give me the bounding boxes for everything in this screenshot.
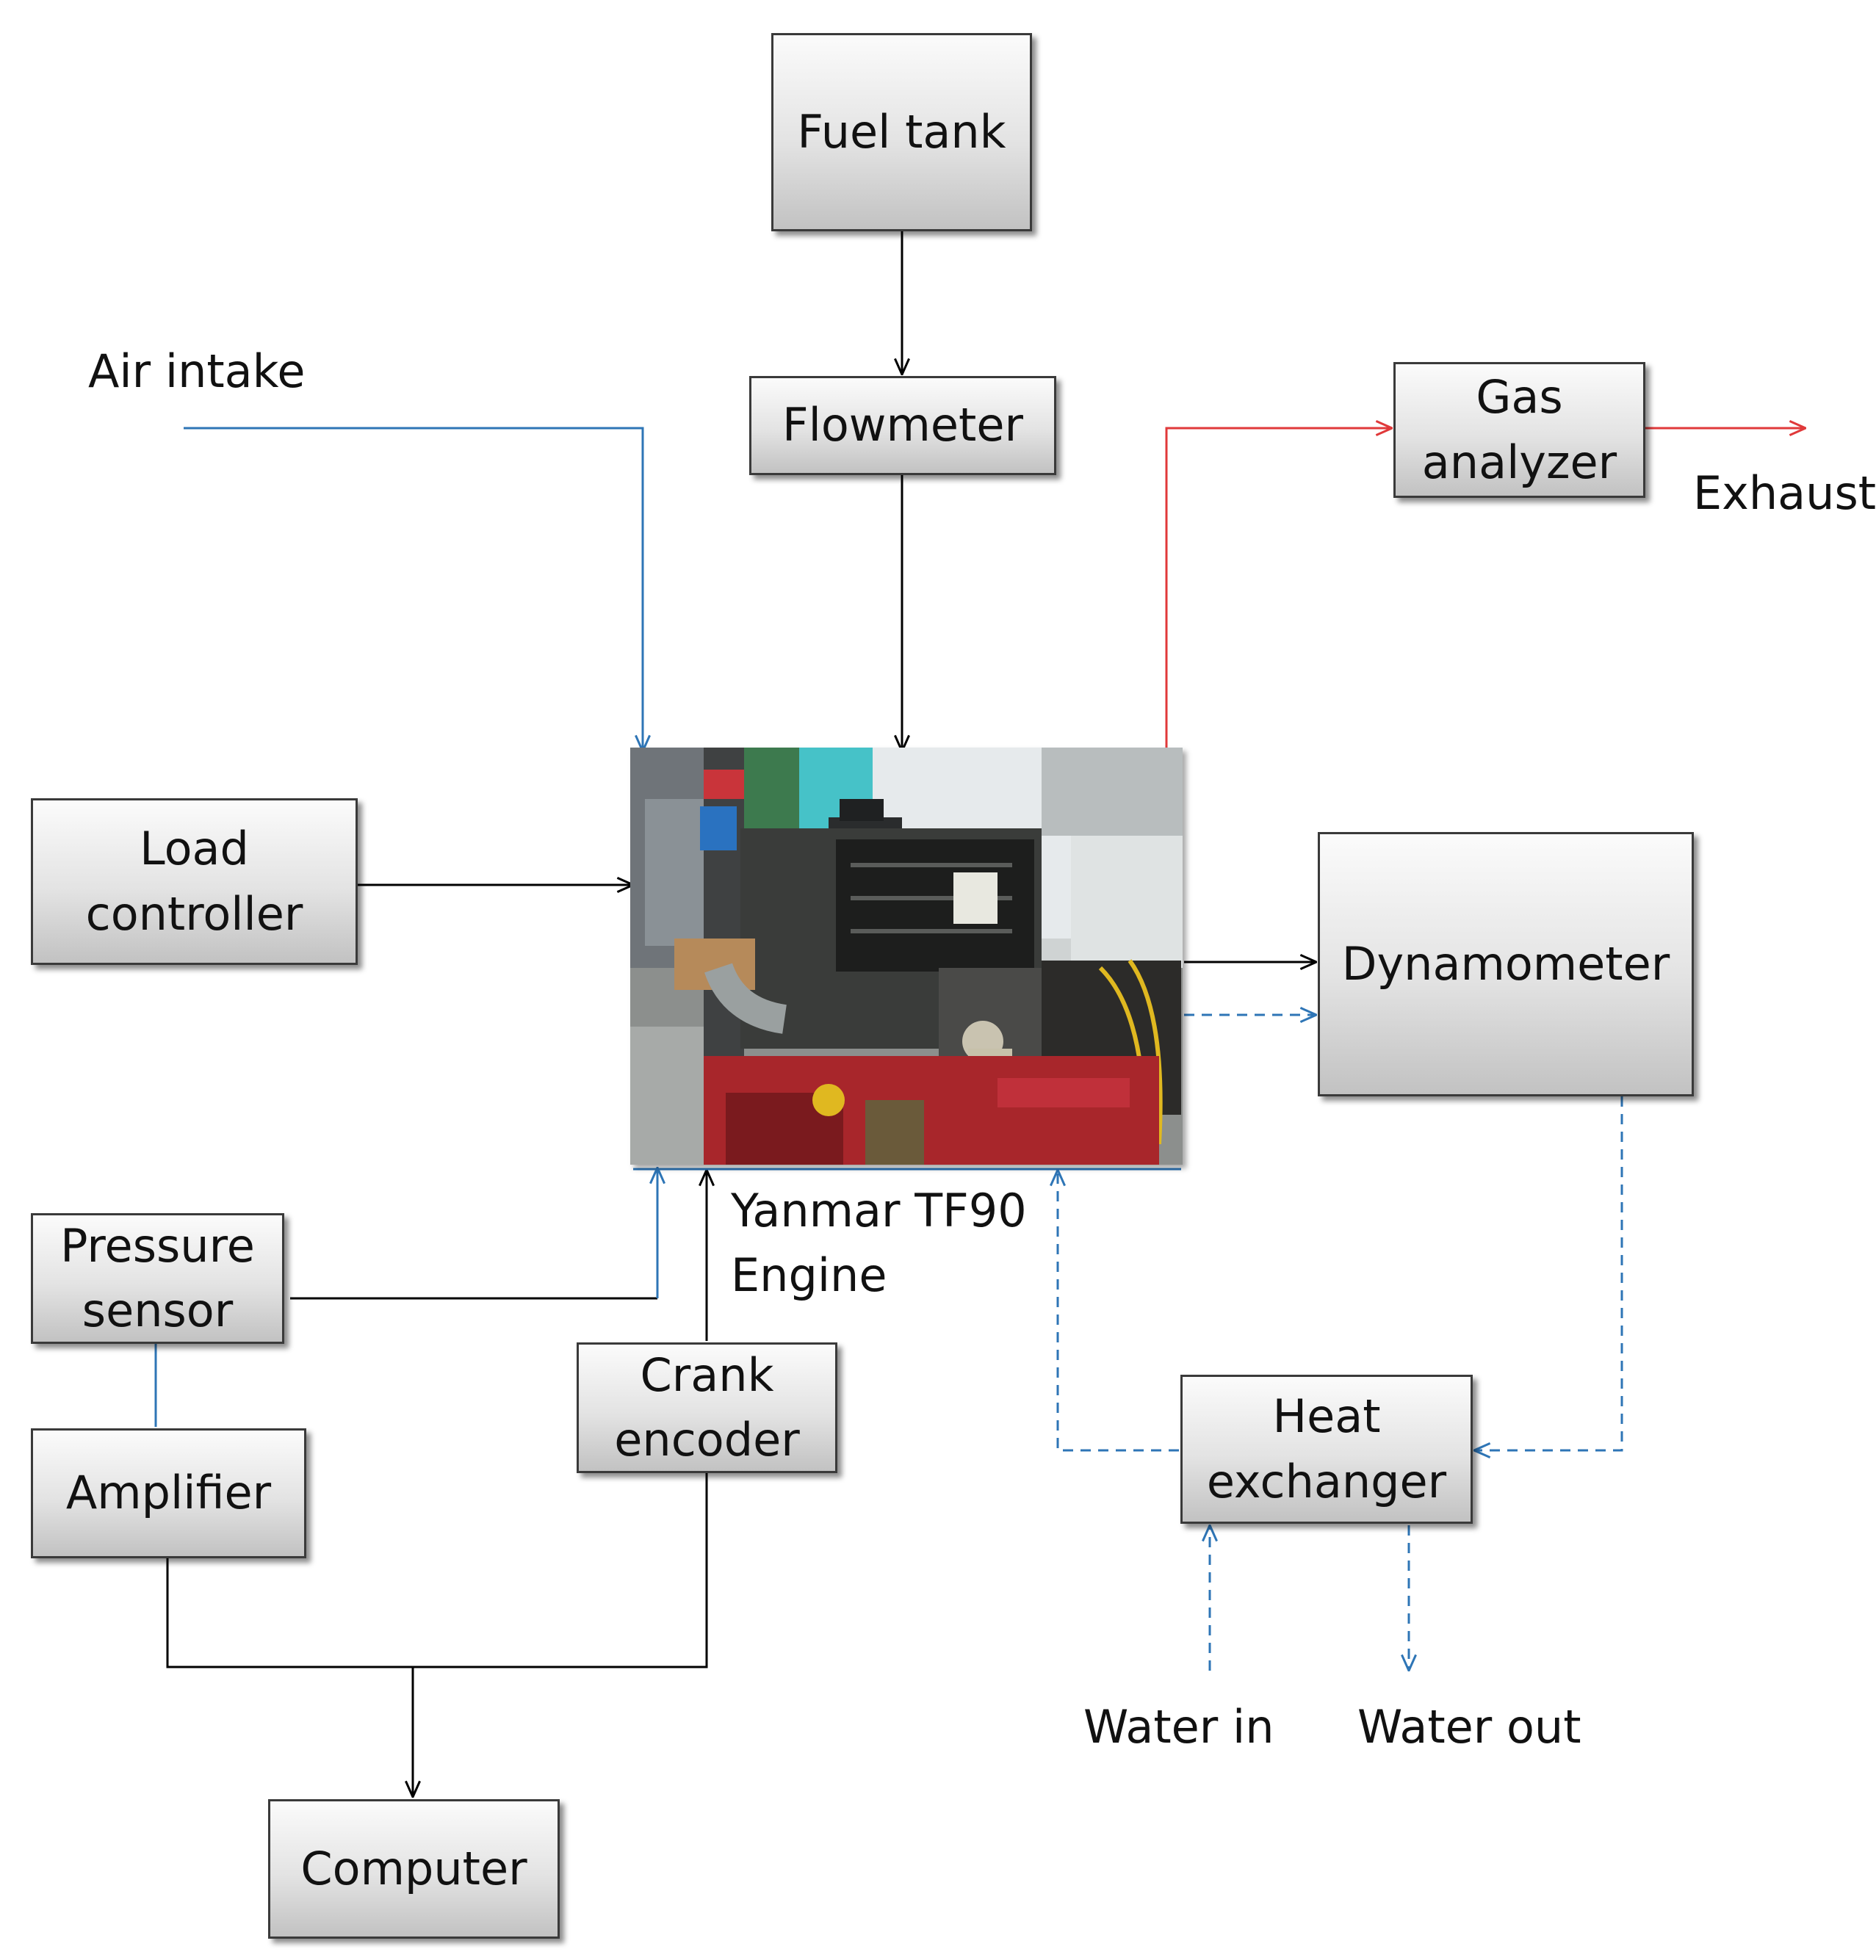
engine-to-gas-analyzer-arrow	[1165, 428, 1392, 751]
load-controller-label-line2: controller	[85, 886, 303, 941]
load-controller-label-line1: Load	[140, 822, 249, 876]
computer-box: Computer	[268, 1799, 560, 1939]
engine-label-line2: Engine	[731, 1248, 887, 1303]
exhaust-label: Exhaust	[1693, 466, 1876, 520]
load-controller-box: Load controller	[31, 798, 358, 965]
crank-encoder-box: Crank encoder	[577, 1342, 837, 1473]
engine-photo	[630, 748, 1183, 1165]
engine-label: Yanmar TF90 Engine	[731, 1179, 1027, 1308]
crank-encoder-label-line2: encoder	[614, 1413, 800, 1467]
dynamometer-box: Dynamometer	[1318, 832, 1694, 1096]
amplifier-label: Amplifier	[65, 1466, 272, 1520]
water-out-label: Water out	[1357, 1700, 1581, 1754]
pressure-sensor-label-line2: sensor	[82, 1284, 234, 1337]
water-in-label: Water in	[1083, 1700, 1274, 1754]
flowmeter-label: Flowmeter	[782, 398, 1023, 452]
pressure-sensor-label-line1: Pressure	[60, 1218, 255, 1273]
dynamometer-to-heat-exchanger-arrow	[1474, 1096, 1623, 1450]
air-intake-arrow	[184, 427, 643, 751]
amplifier-to-computer-line	[166, 1471, 708, 1668]
engine-label-line1: Yanmar TF90	[731, 1184, 1027, 1237]
air-intake-label: Air intake	[88, 344, 306, 398]
flowmeter-box: Flowmeter	[749, 376, 1056, 475]
crank-encoder-label-line1: Crank	[640, 1348, 774, 1402]
gas-analyzer-label-line1: Gas	[1476, 370, 1563, 424]
pressure-sensor-box: Pressure sensor	[31, 1213, 284, 1344]
fuel-tank-box: Fuel tank	[771, 33, 1032, 231]
gas-analyzer-box: Gas analyzer	[1393, 362, 1645, 498]
heat-exchanger-label-line2: exchanger	[1206, 1454, 1447, 1508]
dynamometer-label: Dynamometer	[1341, 936, 1670, 991]
heat-exchanger-box: Heat exchanger	[1180, 1375, 1473, 1524]
heat-exchanger-label-line1: Heat	[1272, 1389, 1381, 1444]
computer-label: Computer	[300, 1841, 527, 1895]
heat-exchanger-to-engine-arrow	[1058, 1170, 1179, 1452]
fuel-tank-label: Fuel tank	[797, 104, 1006, 159]
gas-analyzer-label-line2: analyzer	[1421, 435, 1617, 489]
amplifier-box: Amplifier	[31, 1428, 306, 1558]
